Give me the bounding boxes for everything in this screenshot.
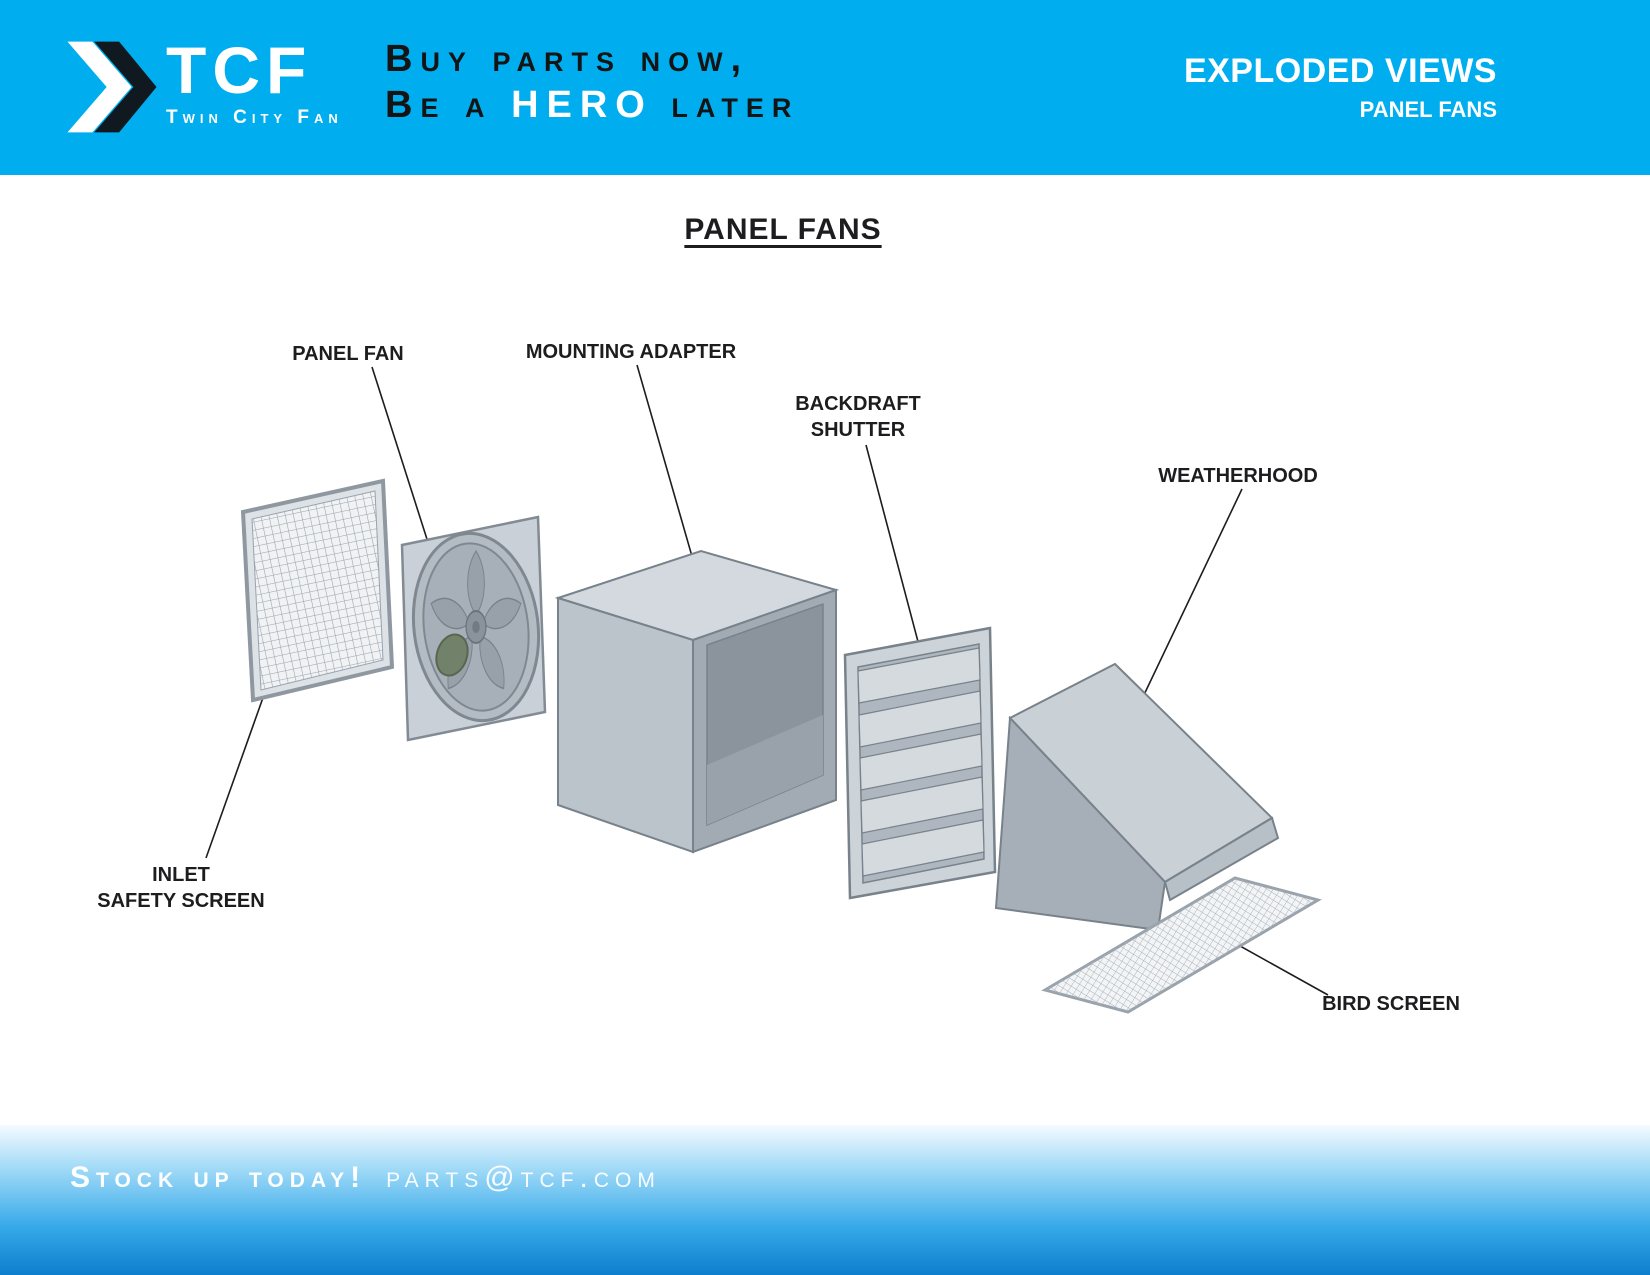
fan-hub-cap	[472, 621, 480, 633]
fan-motor	[435, 633, 469, 677]
tagline-line2: Be a HERO later	[385, 82, 799, 128]
logo-subtitle-text: Twin City Fan	[166, 106, 343, 128]
logo-text-block: TCF Twin City Fan	[166, 33, 343, 129]
header-panel-fans-subtitle: PANEL FANS	[1359, 97, 1497, 122]
label-backdraft-shutter-line2: SHUTTER	[810, 419, 906, 441]
louver-slat	[861, 819, 985, 877]
louver-slat	[857, 647, 981, 704]
exploded-views-title: EXPLODED VIEWS	[1183, 52, 1497, 90]
header-bar: TCF Twin City Fan Buy parts now, Be a HE…	[0, 0, 1650, 175]
tagline-line1: Buy parts now,	[385, 38, 750, 80]
fan-blade	[467, 549, 485, 616]
label-panel-fan: PANEL FAN	[292, 343, 404, 365]
tagline-line2-pre: Be a	[385, 84, 512, 127]
louver-slat	[859, 733, 983, 791]
weatherhood-part	[994, 662, 1280, 932]
inlet-safety-screen-part	[240, 478, 395, 703]
fan-blade	[430, 597, 470, 630]
mounting-adapter-part	[554, 549, 840, 854]
leader-lines	[205, 364, 1329, 996]
header-right-block: EXPLODED VIEWS PANEL FANS	[1184, 52, 1497, 123]
label-inlet-safety-screen-line1: INLET	[152, 864, 210, 886]
tagline: Buy parts now, Be a HERO later	[385, 36, 799, 129]
label-inlet-safety-screen-line2: SAFETY SCREEN	[97, 890, 265, 912]
tagline-hero-word: HERO	[511, 84, 653, 127]
leader-line-backdraft-shutter	[865, 444, 922, 654]
inlet-screen-mesh	[252, 491, 383, 690]
tcf-chevron-icon	[67, 41, 157, 133]
louver-slat	[860, 776, 984, 834]
footer-text: Stock up today! parts@tcf.com	[70, 1161, 661, 1195]
page-title: PANEL FANS	[684, 213, 882, 246]
bird-screen-part	[1041, 876, 1322, 1014]
tcf-logo: TCF Twin City Fan	[66, 33, 343, 136]
footer-email: parts@tcf.com	[386, 1161, 661, 1194]
weatherhood-right-flange	[1163, 816, 1280, 902]
footer-bar: Stock up today! parts@tcf.com	[0, 1125, 1650, 1275]
backdraft-shutter-part	[843, 626, 997, 900]
label-backdraft-shutter: BACKDRAFT SHUTTER	[795, 391, 921, 443]
logo-brand-text: TCF	[166, 33, 313, 107]
adapter-left-face	[557, 596, 694, 854]
label-bird-screen: BIRD SCREEN	[1322, 993, 1460, 1015]
shutter-louvers	[857, 647, 985, 877]
louver-slat	[858, 690, 982, 748]
label-inlet-safety-screen: INLET SAFETY SCREEN	[97, 862, 264, 914]
footer-call-to-action: Stock up today!	[70, 1161, 367, 1194]
adapter-interior-floor	[707, 715, 823, 825]
leader-line-weatherhood	[1131, 488, 1243, 721]
exploded-view-diagram	[205, 364, 1329, 1014]
tagline-line2-post: later	[652, 84, 800, 127]
label-mounting-adapter: MOUNTING ADAPTER	[525, 341, 737, 363]
leader-line-panel-fan	[371, 366, 434, 559]
fan-blade	[479, 635, 505, 690]
panel-fan-part	[400, 515, 547, 742]
label-weatherhood: WEATHERHOOD	[1158, 465, 1318, 487]
label-backdraft-shutter-line1: BACKDRAFT	[795, 393, 921, 415]
fan-blade	[482, 597, 522, 630]
bird-screen-mesh	[1045, 878, 1318, 1012]
